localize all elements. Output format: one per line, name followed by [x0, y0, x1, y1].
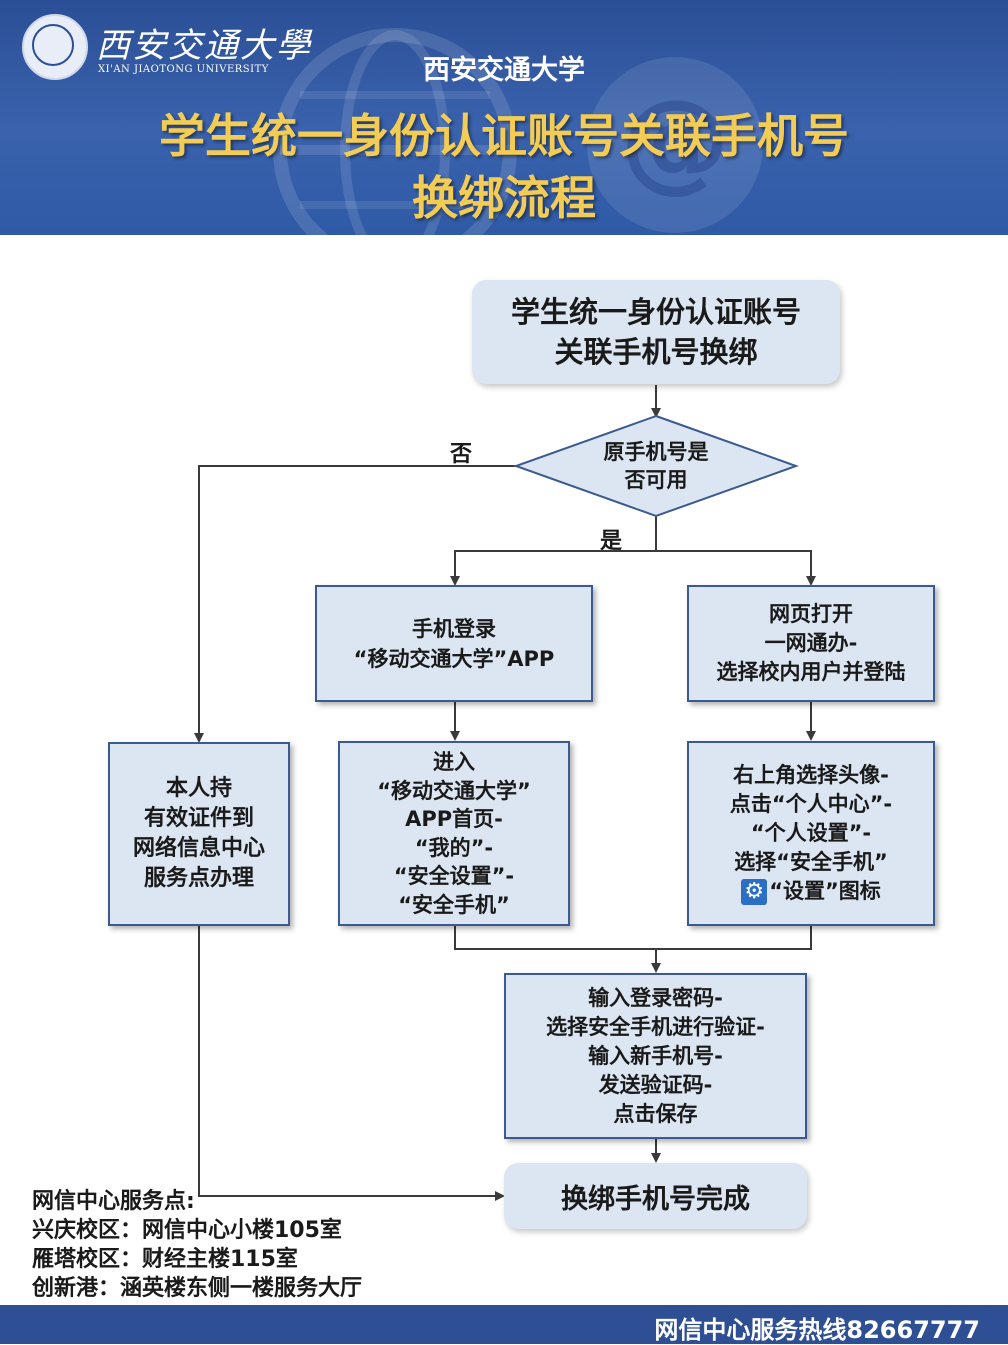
decision-diamond — [513, 414, 799, 518]
service-points-heading: 网信中心服务点: — [32, 1189, 195, 1214]
web-steps-box: 右上角选择头像- 点击“个人中心”- “个人设置”- 选择“安全手机” ⚙“设置… — [687, 741, 935, 926]
footer-bar: 网信中心服务热线82667777 — [0, 1305, 1008, 1344]
verify-steps-box: 输入登录密码- 选择安全手机进行验证- 输入新手机号- 发送验证码- 点击保存 — [504, 973, 807, 1139]
app-steps-box: 进入 “移动交通大学” APP首页- “我的”- “安全设置”- “安全手机” — [338, 741, 570, 926]
svg-text:@: @ — [620, 76, 730, 204]
finish-node: 换绑手机号完成 — [504, 1163, 807, 1229]
globe-watermark: @ — [273, 28, 763, 235]
university-seal-logo — [22, 14, 88, 80]
header-banner: @ 西安交通大學 XI'AN JIAOTONG UNIVERSITY 西安交通大… — [0, 0, 1008, 235]
service-point-innovation-harbor: 创新港：涵英楼东侧一楼服务大厅 — [32, 1276, 363, 1301]
offline-service-box: 本人持 有效证件到 网络信息中心 服务点办理 — [108, 742, 290, 926]
page-title-line1: 学生统一身份认证账号关联手机号 — [159, 109, 849, 163]
start-node: 学生统一身份认证账号 关联手机号换绑 — [472, 280, 840, 384]
web-login-box: 网页打开 一网通办- 选择校内用户并登陆 — [687, 585, 935, 702]
logo-english-name: XI'AN JIAOTONG UNIVERSITY — [98, 64, 269, 75]
hotline-text: 网信中心服务热线82667777 — [654, 1316, 980, 1344]
app-login-box: 手机登录 “移动交通大学”APP — [315, 585, 593, 702]
logo-chinese-name: 西安交通大學 — [96, 26, 312, 66]
gear-icon: ⚙ — [741, 879, 768, 905]
arrow-yes-split — [450, 516, 657, 586]
page-title-line2: 换绑流程 — [412, 171, 596, 225]
arrow-offline-to-finish — [198, 926, 505, 1201]
arrow-no-to-offline — [194, 465, 516, 743]
service-point-yanta: 雁塔校区：财经主楼115室 — [32, 1247, 298, 1272]
decision-text: 原手机号是 否可用 — [603, 440, 709, 492]
university-name: 西安交通大学 — [423, 55, 585, 86]
arrow-yes-web — [656, 550, 816, 586]
service-point-xingqing: 兴庆校区：网信中心小楼105室 — [32, 1218, 342, 1243]
arrow-merge-to-verify — [454, 926, 812, 950]
label-yes: 是 — [600, 529, 623, 554]
label-no: 否 — [450, 442, 473, 467]
